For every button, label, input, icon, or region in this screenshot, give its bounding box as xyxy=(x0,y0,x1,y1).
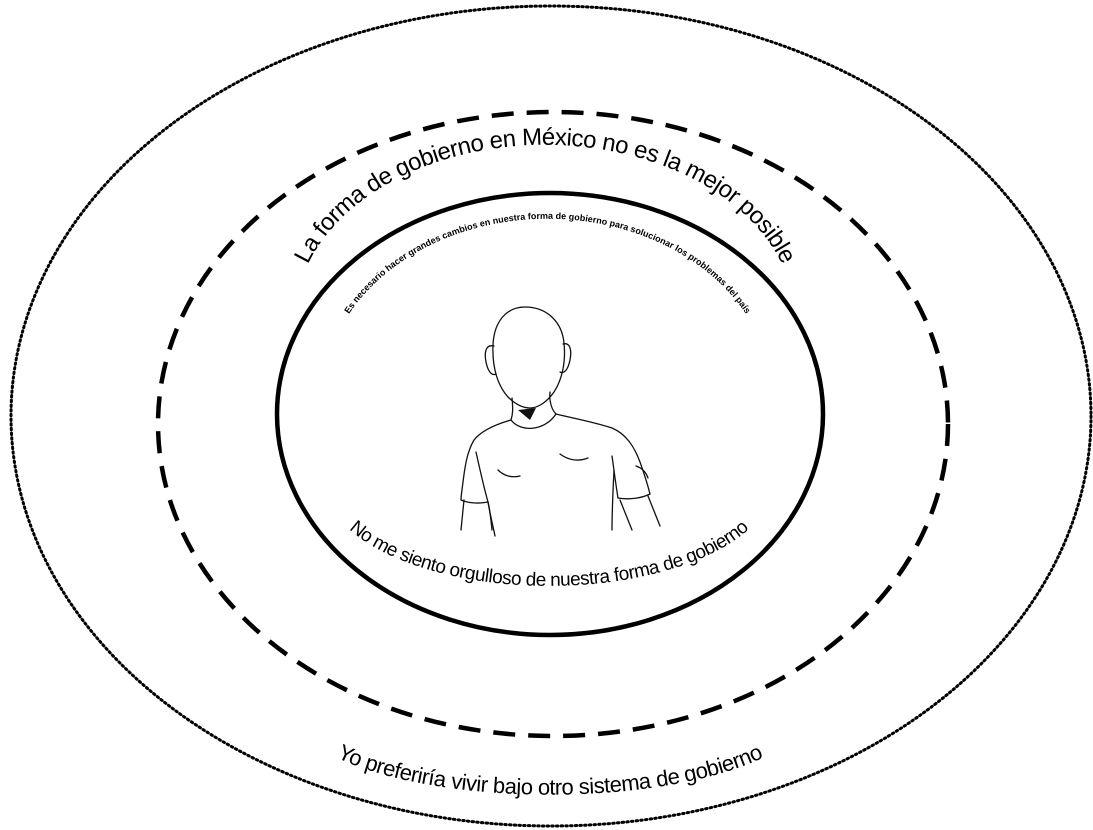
inner-ring-bottom-label: No me siento orgulloso de nuestra forma … xyxy=(346,517,753,591)
outer-ring-ellipse xyxy=(9,4,1093,828)
faceless-person-icon xyxy=(460,306,661,537)
middle-ring-ellipse xyxy=(155,109,951,739)
outer-ring-label: Yo preferiría vivir bajo otro sistema de… xyxy=(334,739,766,800)
inner-ring-bottom-label-text: No me siento orgulloso de nuestra forma … xyxy=(346,517,753,591)
outer-ring-label-text: Yo preferiría vivir bajo otro sistema de… xyxy=(334,739,766,800)
inner-ring-ellipse xyxy=(274,190,826,638)
